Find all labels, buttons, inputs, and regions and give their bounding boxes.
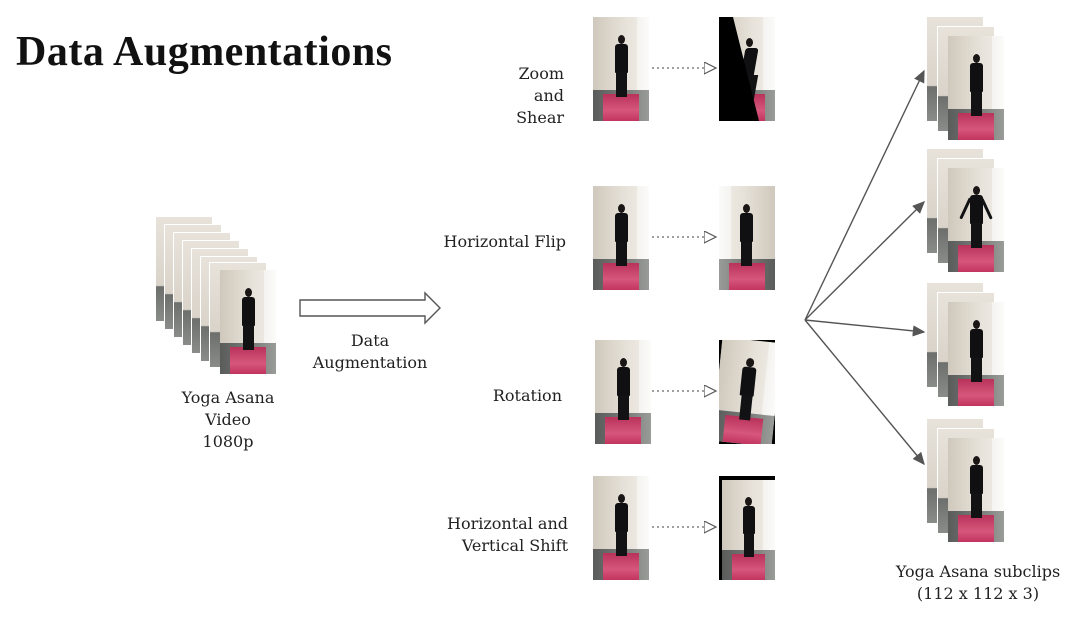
subclip-frame bbox=[948, 438, 1004, 542]
fan-arrow-4 bbox=[804, 319, 925, 466]
subclip-frame bbox=[948, 36, 1004, 140]
original-frame-flip bbox=[593, 186, 649, 290]
augmentation-arrow bbox=[299, 291, 441, 325]
page-title: Data Augmentations bbox=[16, 29, 393, 75]
original-frame-zoom bbox=[593, 17, 649, 121]
rotation-label: Rotation bbox=[492, 386, 562, 405]
subclip-frame bbox=[948, 168, 1004, 272]
input-label: Yoga Asana Video 1080p bbox=[181, 388, 275, 451]
original-frame-rotation bbox=[595, 340, 651, 444]
fan-arrow-2 bbox=[804, 201, 925, 321]
arrow-label: Data Augmentation bbox=[312, 331, 428, 372]
input-frame bbox=[220, 270, 276, 374]
shift-label: Horizontal and Vertical Shift bbox=[447, 514, 568, 555]
horizontal-flip-label: Horizontal Flip bbox=[443, 232, 566, 251]
zoom-shear-label: Zoom and Shear bbox=[516, 64, 564, 127]
augmented-frame-rotation bbox=[719, 340, 775, 444]
augmented-frame-flip bbox=[719, 186, 775, 290]
fan-arrow-1 bbox=[804, 69, 925, 321]
augmented-frame-shift bbox=[719, 476, 775, 580]
fan-arrow-3 bbox=[804, 319, 926, 337]
subclip-frame bbox=[948, 302, 1004, 406]
output-label: Yoga Asana subclips (112 x 112 x 3) bbox=[895, 562, 1061, 603]
augmented-frame-zoom-shear bbox=[719, 17, 775, 121]
original-frame-shift bbox=[593, 476, 649, 580]
